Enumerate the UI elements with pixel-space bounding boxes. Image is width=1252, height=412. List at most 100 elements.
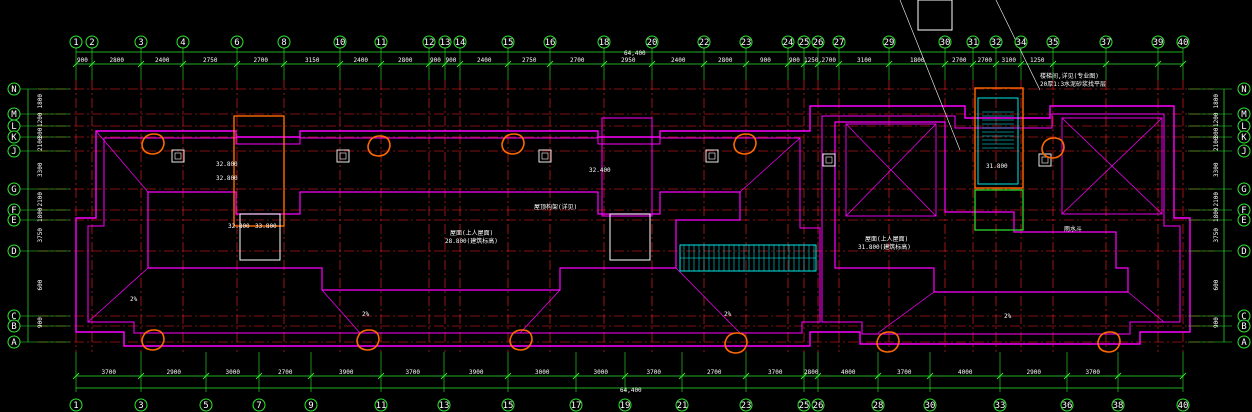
- axis-left-K-circle: [7, 130, 21, 144]
- roof-details: [141, 0, 1121, 354]
- dim-text-bottom-6: 3900: [469, 369, 484, 376]
- dim-text-bottom-11: 3700: [768, 369, 783, 376]
- dim-text-right-5: 2100: [1213, 192, 1220, 207]
- dim-text-top-25: 1250: [1030, 57, 1045, 64]
- axis-left-A: A: [11, 338, 17, 348]
- axis-bottom-19: 19: [620, 401, 631, 411]
- elevation-label-6: 32.400: [589, 167, 611, 174]
- axis-bottom-9: 9: [308, 401, 313, 411]
- axis-left-G-circle: [7, 182, 21, 196]
- axis-right-G: G: [1241, 185, 1246, 195]
- tick-top-25: [1017, 60, 1025, 68]
- axis-right-D: D: [1241, 247, 1246, 257]
- axis-right-K-circle: [1237, 130, 1251, 144]
- axis-bottom-17-circle: [569, 398, 583, 412]
- dim-text-top-0: 900: [77, 57, 88, 64]
- tick-top-2: [137, 60, 145, 68]
- drain-marker-2: [501, 133, 525, 155]
- dim-text-top-8: 900: [430, 57, 441, 64]
- dim-text-right-9: 900: [1213, 317, 1220, 328]
- dim-text-right-0: 1800: [1213, 94, 1220, 109]
- dim-text-right-4: 3300: [1213, 162, 1220, 177]
- axis-left-L: L: [11, 122, 16, 132]
- axis-top-10: 10: [335, 38, 346, 48]
- axis-top-18: 18: [599, 38, 610, 48]
- axis-bottom-33: 33: [995, 401, 1006, 411]
- roof-vent-inner-5: [1041, 156, 1049, 164]
- axis-bottom-23: 23: [741, 401, 752, 411]
- tick-bot-14: [874, 372, 882, 380]
- axis-left-K: K: [11, 133, 17, 143]
- axis-top-15-circle: [501, 35, 515, 49]
- axis-top-40: 40: [1178, 38, 1189, 48]
- parapet-right: [834, 121, 1129, 293]
- elevation-label-4: 33.800: [255, 223, 277, 230]
- axis-top-1-circle: [69, 35, 83, 49]
- drain-note: 雨水斗: [1064, 225, 1082, 233]
- tick-bot-4: [307, 372, 315, 380]
- axis-top-15: 15: [503, 38, 514, 48]
- axis-top-13-circle: [438, 35, 452, 49]
- tick-bot-10: [678, 372, 686, 380]
- axis-top-12: 12: [424, 38, 435, 48]
- axis-left-A-circle: [7, 335, 21, 349]
- tick-top-5: [280, 60, 288, 68]
- dim-text-top-24: 3100: [1002, 57, 1017, 64]
- axis-top-23: 23: [741, 38, 752, 48]
- axis-right-M: M: [1241, 110, 1247, 120]
- axis-top-24: 24: [783, 38, 794, 48]
- axis-bottom-1-circle: [69, 398, 83, 412]
- dim-text-top-1: 2800: [110, 57, 125, 64]
- axis-left-B-circle: [7, 319, 21, 333]
- tick-bot-13: [814, 372, 822, 380]
- dim-text-top-6: 2400: [354, 57, 369, 64]
- axis-top-20: 20: [647, 38, 658, 48]
- dim-text-left-7: 3750: [37, 228, 44, 243]
- dim-text-left-8: 600: [37, 279, 44, 290]
- axis-bottom-1: 1: [73, 401, 78, 411]
- axis-left-E-circle: [7, 213, 21, 227]
- tick-bot-5: [377, 372, 385, 380]
- shaft-box-2: [609, 213, 651, 261]
- axis-top-2: 2: [89, 38, 94, 48]
- tick-bot-7: [504, 372, 512, 380]
- stair-note-1: 楼梯间,详见(专业图): [1040, 72, 1099, 80]
- dim-text-top-11: 2750: [522, 57, 537, 64]
- axis-bottom-28-circle: [871, 398, 885, 412]
- dim-text-bottom-3: 2700: [278, 369, 293, 376]
- axis-top-32: 32: [991, 38, 1002, 48]
- tick-bot-3: [255, 372, 263, 380]
- dim-text-bottom-7: 3000: [535, 369, 550, 376]
- tick-top-21: [885, 60, 893, 68]
- axis-bottom-26-circle: [811, 398, 825, 412]
- stair-flight: [679, 244, 817, 272]
- dim-text-right-8: 600: [1213, 279, 1220, 290]
- axis-top-32-circle: [989, 35, 1003, 49]
- axis-left-D-circle: [7, 244, 21, 258]
- dim-text-top-18: 1250: [804, 57, 819, 64]
- axis-top-25-circle: [797, 35, 811, 49]
- dim-text-right-7: 3750: [1213, 228, 1220, 243]
- tick-top-28: [1154, 60, 1162, 68]
- slope-label-a: 2%: [130, 296, 138, 303]
- dim-text-left-4: 3300: [37, 162, 44, 177]
- axis-top-26: 26: [813, 38, 824, 48]
- tick-top-0: [72, 60, 80, 68]
- dim-text-top-7: 2800: [398, 57, 413, 64]
- tick-bot-9: [621, 372, 629, 380]
- elevation-label-1: 32.800: [216, 161, 238, 168]
- overall-dimension-bottom: 64,400: [620, 387, 642, 394]
- axis-top-22-circle: [697, 35, 711, 49]
- axis-top-31-circle: [966, 35, 980, 49]
- axis-bottom-13-circle: [437, 398, 451, 412]
- tick-top-10: [456, 60, 464, 68]
- axis-top-14-circle: [453, 35, 467, 49]
- detail-box-top: [917, 0, 953, 31]
- axis-top-37: 37: [1101, 38, 1112, 48]
- axis-right-D-circle: [1237, 244, 1251, 258]
- axis-top-10-circle: [333, 35, 347, 49]
- axis-bottom-21-circle: [675, 398, 689, 412]
- dim-text-bottom-17: 3700: [1086, 369, 1101, 376]
- axis-left-M: M: [11, 110, 17, 120]
- dim-text-top-3: 2750: [203, 57, 218, 64]
